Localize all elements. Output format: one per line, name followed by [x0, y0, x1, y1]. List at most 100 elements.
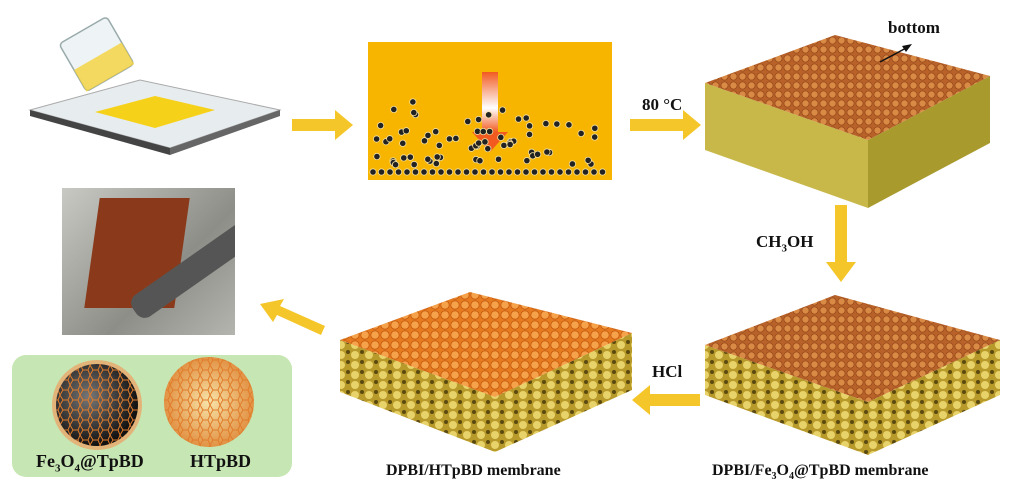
- particle: [475, 139, 483, 147]
- label-sphere-fe3o4: Fe3O4@TpBD: [36, 451, 144, 475]
- particle: [452, 134, 460, 143]
- particle: [464, 117, 472, 126]
- particle: [543, 148, 551, 156]
- particle: [479, 127, 487, 136]
- particle: [534, 150, 542, 158]
- particle: [462, 168, 471, 176]
- particle: [513, 168, 522, 176]
- particle: [386, 168, 394, 176]
- solution-box: [368, 42, 612, 180]
- arrow-down: [826, 205, 856, 282]
- particle: [591, 133, 599, 141]
- particle: [484, 145, 492, 153]
- particle: [542, 119, 550, 128]
- particle: [377, 121, 385, 130]
- particle: [488, 168, 496, 176]
- particle: [410, 160, 418, 169]
- bottom-pointer-arrow: [879, 46, 909, 63]
- particle: [433, 153, 441, 161]
- particle: [424, 155, 432, 163]
- beaker-icon: [59, 17, 135, 92]
- s2: 4: [74, 462, 81, 475]
- particle: [403, 168, 411, 176]
- particle: [481, 138, 489, 146]
- membrane-fe3o4: [705, 295, 1000, 455]
- particle: [428, 168, 437, 176]
- particle: [410, 108, 418, 117]
- htpbd-sphere: [164, 357, 254, 447]
- label-bottom: bottom: [888, 18, 940, 37]
- particle: [474, 115, 483, 124]
- label-sphere-htpbd: HTpBD: [190, 451, 252, 471]
- s2: 4: [789, 471, 794, 483]
- s1: 3: [771, 471, 777, 483]
- arrow-up-left: [260, 299, 325, 335]
- particle: [409, 98, 417, 106]
- particle: [547, 168, 556, 176]
- arrow-right-1: [292, 110, 353, 140]
- particle: [494, 155, 503, 163]
- particle: [432, 159, 440, 168]
- cof-slab: [705, 35, 990, 208]
- particle: [553, 120, 561, 128]
- t1: DPBI/Fe: [712, 462, 772, 479]
- particle: [445, 135, 454, 143]
- t3: @TpBD: [80, 451, 144, 471]
- arrow-right-2: [630, 110, 701, 140]
- methanol-rest: OH: [787, 232, 814, 251]
- particle: [479, 168, 488, 176]
- particle: [454, 168, 462, 176]
- cast-solution: [95, 96, 215, 128]
- t2: O: [776, 462, 789, 479]
- particle: [497, 133, 505, 141]
- t2: O: [60, 451, 75, 471]
- particle: [577, 129, 585, 138]
- label-membrane-htpbd: DPBI/HTpBD membrane: [386, 462, 561, 479]
- particle: [564, 168, 573, 176]
- particle: [411, 168, 420, 176]
- particle: [522, 168, 530, 176]
- particle: [390, 105, 398, 114]
- particle: [394, 168, 403, 176]
- fe3o4-tpbd-sphere: [52, 360, 142, 450]
- methanol-text: CH: [756, 232, 782, 251]
- s1: 3: [54, 462, 61, 475]
- particle: [565, 121, 573, 129]
- particle: [591, 124, 599, 132]
- particle: [584, 156, 592, 164]
- label-membrane-fe3o4: DPBI/Fe3O4@TpBD membrane: [712, 462, 928, 482]
- particle: [525, 122, 534, 130]
- membrane-photo: [62, 188, 235, 335]
- particle: [420, 137, 429, 145]
- particle: [391, 161, 400, 169]
- particle: [373, 152, 381, 161]
- particle: [420, 168, 428, 176]
- particle: [514, 115, 523, 123]
- particle: [377, 168, 386, 176]
- particle: [581, 168, 590, 176]
- particle: [406, 153, 414, 161]
- membrane-htpbd: [340, 292, 632, 452]
- particle: [522, 114, 530, 122]
- particle: [432, 128, 440, 136]
- particle: [498, 106, 507, 114]
- particle: [402, 127, 410, 135]
- particle: [486, 127, 494, 136]
- arrow-left-hcl: [632, 385, 700, 415]
- particle: [399, 139, 407, 147]
- particle: [476, 157, 484, 165]
- particle: [496, 168, 505, 176]
- methanol-sub: 3: [781, 242, 788, 255]
- particle: [505, 168, 513, 176]
- particle: [437, 168, 445, 176]
- particle: [471, 168, 479, 176]
- particle: [435, 141, 443, 150]
- label-temperature: 80 °C: [642, 95, 683, 114]
- particle: [590, 168, 598, 176]
- label-hcl: HCl: [652, 362, 683, 381]
- t1: Fe: [36, 451, 55, 471]
- particle: [539, 168, 547, 176]
- label-methanol: CH3OH: [756, 232, 813, 254]
- particle: [506, 140, 514, 149]
